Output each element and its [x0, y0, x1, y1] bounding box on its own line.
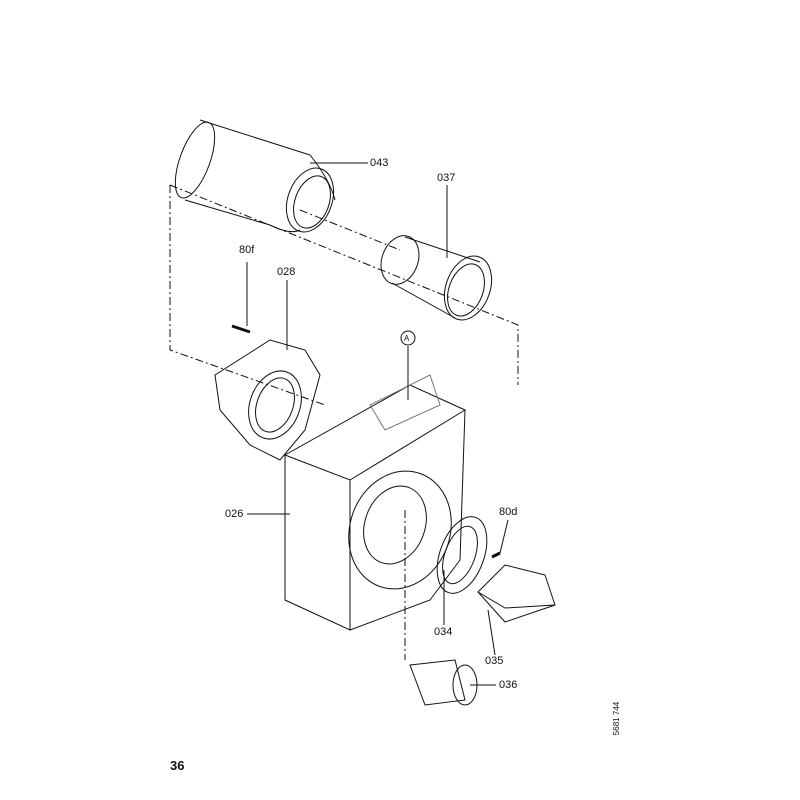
- part-036-motor: [409, 659, 478, 706]
- part-label-037: 037: [437, 172, 456, 184]
- leader-lines: [246, 162, 509, 686]
- part-label-035: 035: [485, 655, 504, 667]
- part-028-flange: [214, 339, 321, 461]
- page-number: 36: [170, 758, 185, 773]
- part-026-housing: [283, 374, 467, 631]
- part-80f-screw: [231, 324, 251, 334]
- part-043-tube: [174, 119, 336, 233]
- part-label-80d: 80d: [499, 506, 518, 518]
- detail-marker-a: A: [404, 334, 410, 343]
- part-label-80f: 80f: [239, 244, 255, 256]
- part-label-043: 043: [370, 157, 389, 169]
- document-number: 5681 744: [612, 701, 622, 736]
- part-037-sleeve: [380, 235, 493, 321]
- detail-marker-circle: [400, 330, 416, 346]
- part-035-cover: [477, 564, 556, 623]
- assembly-axis-lines: [169, 184, 519, 660]
- part-label-036: 036: [499, 679, 518, 691]
- part-label-034: 034: [434, 626, 453, 638]
- part-label-028: 028: [277, 266, 296, 278]
- detail-a-area: [369, 374, 441, 431]
- part-80d-screw: [491, 551, 501, 559]
- part-label-026: 026: [225, 508, 244, 520]
- part-034-disc: [436, 516, 488, 594]
